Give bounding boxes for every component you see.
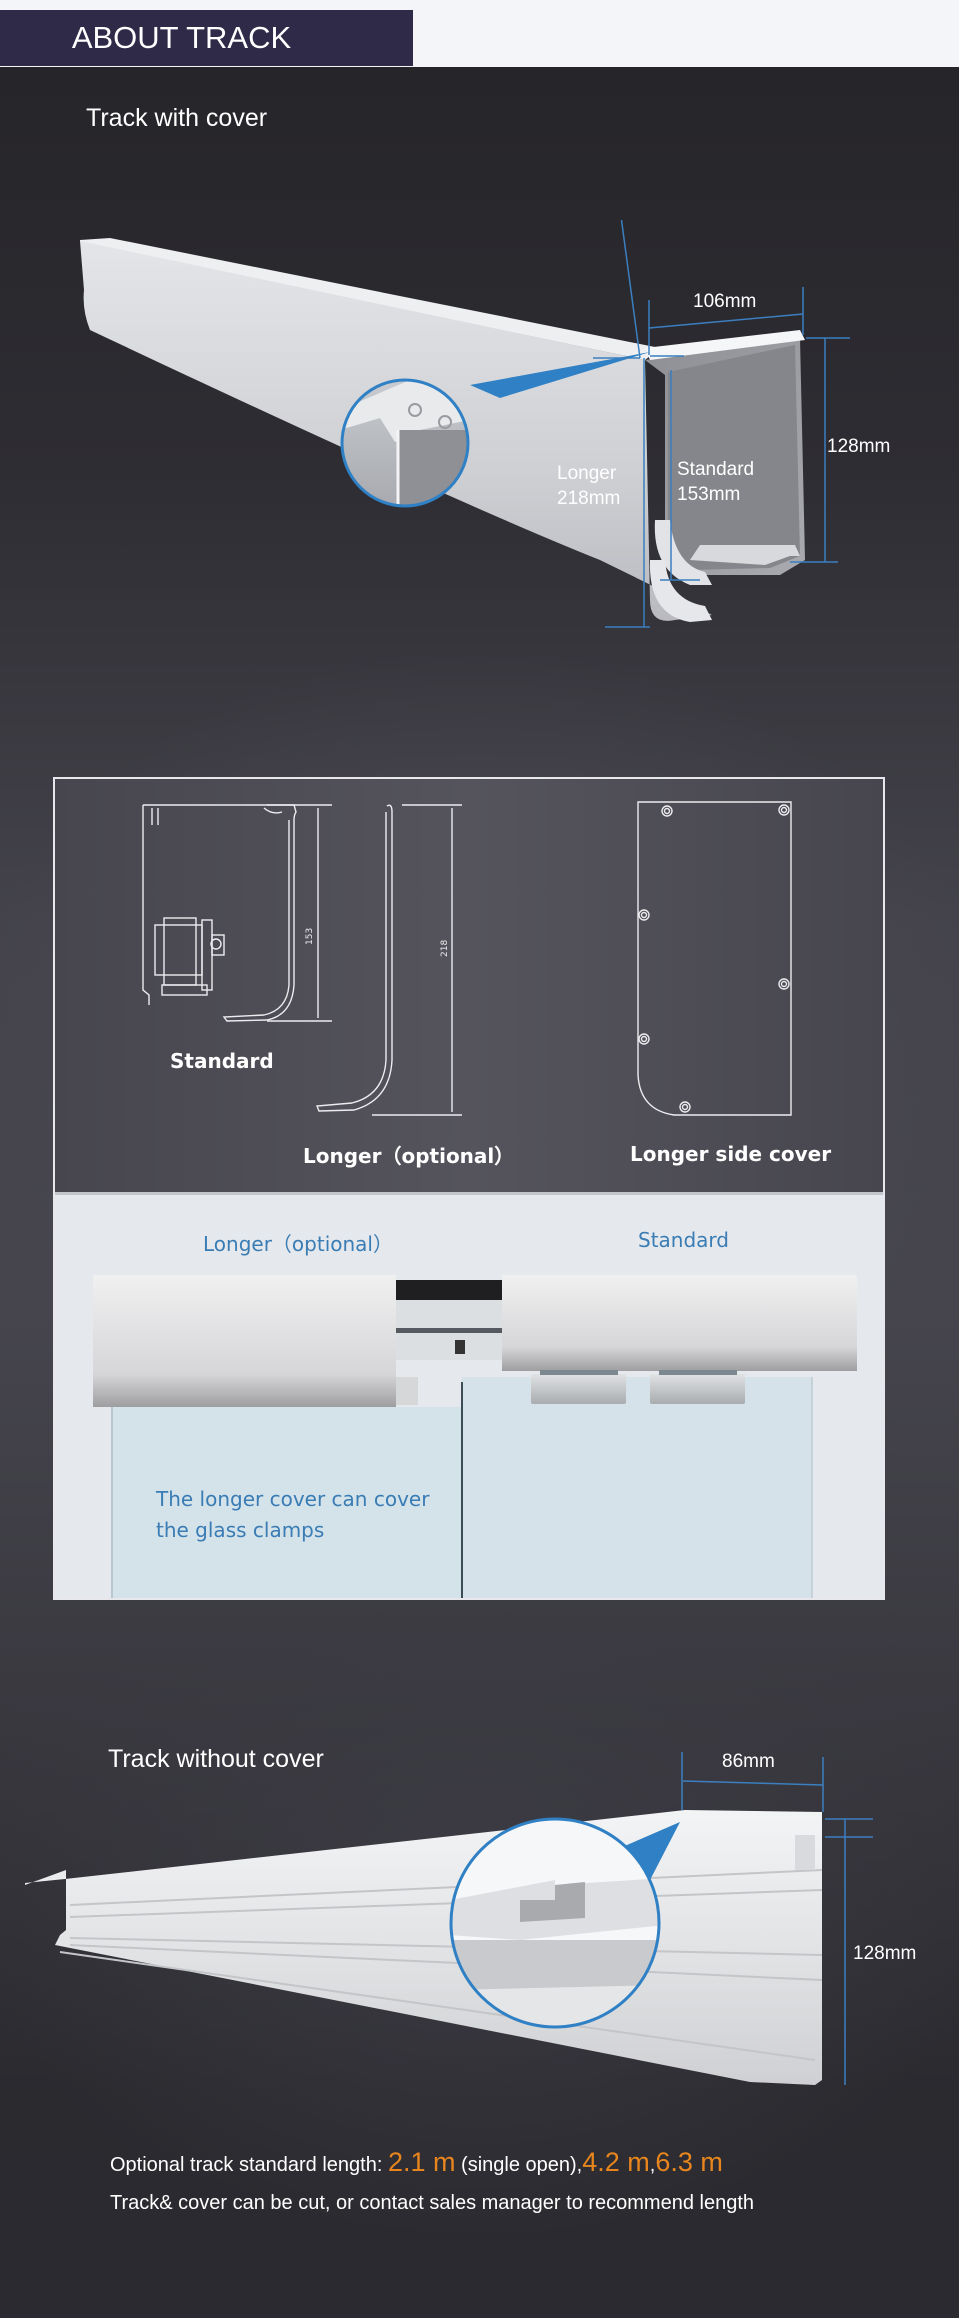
longer-value: 218mm: [557, 488, 621, 509]
longer-cover-note: The longer cover can cover the glass cla…: [156, 1487, 430, 1542]
cad-label-standard: Standard: [170, 1049, 274, 1073]
length-option-6-3: 6.3 m: [655, 2147, 723, 2177]
glass-clamp: [650, 1374, 745, 1404]
rail-top-face: [80, 238, 660, 360]
zoom-callout-circle: [449, 1817, 661, 2029]
glass-panel-right: [462, 1377, 812, 1598]
track-without-cover-illustration: [25, 1752, 873, 2085]
width-dimension-label: 106mm: [693, 291, 757, 312]
longer-profile-drawing: [315, 804, 393, 1112]
longer-cover: [93, 1275, 396, 1407]
zoom-callout-circle: [340, 378, 470, 508]
cut-note-line: Track& cover can be cut, or contact sale…: [110, 2192, 755, 2214]
standard-value: 153mm: [677, 484, 741, 505]
cad-drawings: 153 218: [142, 801, 792, 1116]
standard-label: Standard: [677, 459, 755, 480]
comparison-box: 153 218 Standard Longer（optional） Longer…: [53, 777, 885, 1600]
glass-clamp: [531, 1374, 626, 1404]
cad-label-longer: Longer（optional）: [303, 1144, 515, 1168]
width-dimension-label-2: 86mm: [722, 1751, 775, 1772]
cad-drawing-panel: 153 218 Standard Longer（optional） Longer…: [55, 779, 883, 1195]
header-tab: ABOUT TRACK: [0, 10, 413, 66]
length-option-2-1: 2.1 m: [387, 2147, 456, 2177]
height-dimension-label: 128mm: [827, 436, 891, 457]
longer-label: Longer: [557, 463, 617, 484]
cad-label-side-cover: Longer side cover: [630, 1142, 832, 1166]
track-with-cover-illustration: [80, 220, 850, 628]
dimension-lines: [681, 1752, 873, 2085]
length-option-4-2: 4.2 m: [582, 2147, 650, 2177]
zoom-callout-beam: [620, 1822, 680, 1880]
glass-panel-left: [112, 1407, 462, 1598]
page-title: ABOUT TRACK: [71, 20, 292, 55]
standard-profile-drawing: [142, 804, 297, 1022]
dimension-lines: [593, 220, 850, 628]
side-cover-drawing: [637, 801, 792, 1116]
zoom-callout-beam: [470, 352, 650, 398]
section-title-with-cover: Track with cover: [86, 104, 268, 132]
svg-text:153: 153: [305, 928, 315, 945]
standard-length-line: Optional track standard length: 2.1 m (s…: [110, 2147, 723, 2177]
height-dimension-label-2: 128mm: [853, 1943, 917, 1964]
photo-label-standard: Standard: [638, 1228, 729, 1252]
photo-label-longer: Longer（optional）: [203, 1232, 393, 1256]
standard-cover: [502, 1275, 857, 1371]
section-title-without-cover: Track without cover: [108, 1745, 324, 1773]
svg-text:218: 218: [440, 940, 450, 957]
photo-comparison-panel: Longer（optional） Standard: [55, 1195, 883, 1598]
photo-comparison-illustration: [93, 1275, 857, 1598]
